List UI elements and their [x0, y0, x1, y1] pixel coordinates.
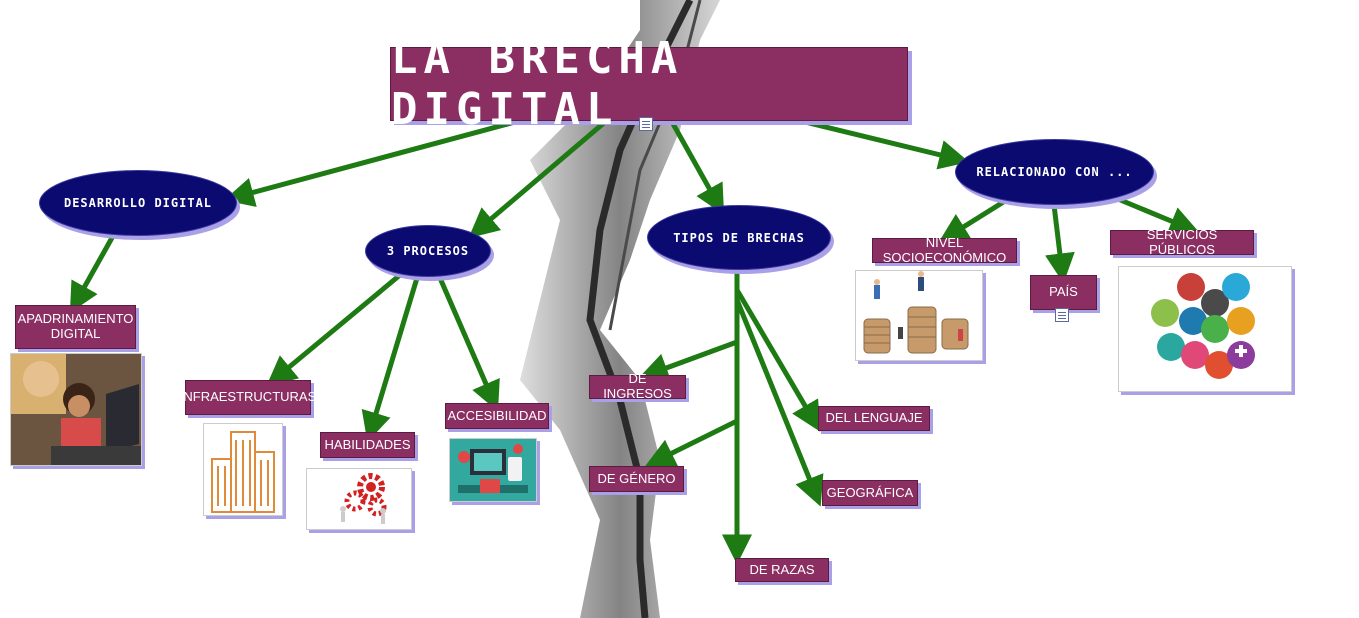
node-del-lenguaje[interactable]: DEL LENGUAJE [818, 406, 930, 431]
building-icon [203, 423, 283, 516]
node-apadrinamiento-digital[interactable]: APADRINAMIENTO DIGITAL [15, 305, 136, 349]
arrow-title-tipos [669, 120, 725, 215]
gears-icon [306, 468, 412, 530]
arrow-procesos-accesibilidad [437, 277, 500, 412]
arrow-relacionado-pais [1045, 204, 1075, 284]
node-infraestructuras[interactable]: INFRAESTRUCTURAS [180, 380, 316, 415]
node-geografica[interactable]: GEOGRÁFICA [822, 480, 918, 506]
arrow-title-procesos [468, 120, 607, 239]
coins-icon [855, 270, 983, 361]
node-tipos-de-brechas[interactable]: TIPOS DE BRECHAS [647, 205, 831, 270]
node-pais[interactable]: PAÍS [1030, 275, 1097, 310]
note-icon[interactable] [639, 117, 653, 131]
arrow-desarrollo-apadrinamiento [69, 234, 116, 313]
node-nivel-socioeconomico[interactable]: NIVEL SOCIOECONÓMICO [872, 235, 1017, 264]
node-accesibilidad[interactable]: ACCESIBILIDAD [445, 403, 549, 429]
note-icon[interactable] [1055, 308, 1069, 322]
node-desarrollo-digital[interactable]: DESARROLLO DIGITAL [39, 170, 237, 236]
devices-icon [449, 438, 537, 502]
node-de-genero[interactable]: DE GÉNERO [589, 466, 684, 492]
public-services-icon [1118, 266, 1292, 392]
arrow-procesos-habilidades [361, 277, 420, 442]
child-laptop-photo [10, 353, 142, 466]
node-servicios-publicos[interactable]: SERVICIOS PÚBLICOS [1110, 227, 1254, 256]
node-de-razas[interactable]: DE RAZAS [735, 558, 829, 582]
arrow-title-relacionado [804, 119, 970, 170]
node-3-procesos[interactable]: 3 PROCESOS [365, 225, 491, 277]
arrow-title-desarrollo [223, 119, 516, 207]
map-title: LA BRECHA DIGITAL [390, 33, 908, 135]
arrow-tipos-geografica [734, 299, 824, 507]
arrow-tipos-lenguaje [734, 288, 821, 432]
node-habilidades[interactable]: HABILIDADES [320, 432, 415, 458]
arrow-procesos-infraestructuras [266, 273, 402, 386]
arrow-tipos-ingresos [638, 270, 740, 383]
node-relacionado-con[interactable]: RELACIONADO CON ... [955, 139, 1154, 205]
arrow-relacionado-servicios [1117, 196, 1200, 236]
connector-arrows [69, 119, 1200, 565]
node-de-ingresos[interactable]: DE INGRESOS [589, 371, 686, 401]
arrow-relacionado-socioeconomico [938, 198, 1007, 243]
